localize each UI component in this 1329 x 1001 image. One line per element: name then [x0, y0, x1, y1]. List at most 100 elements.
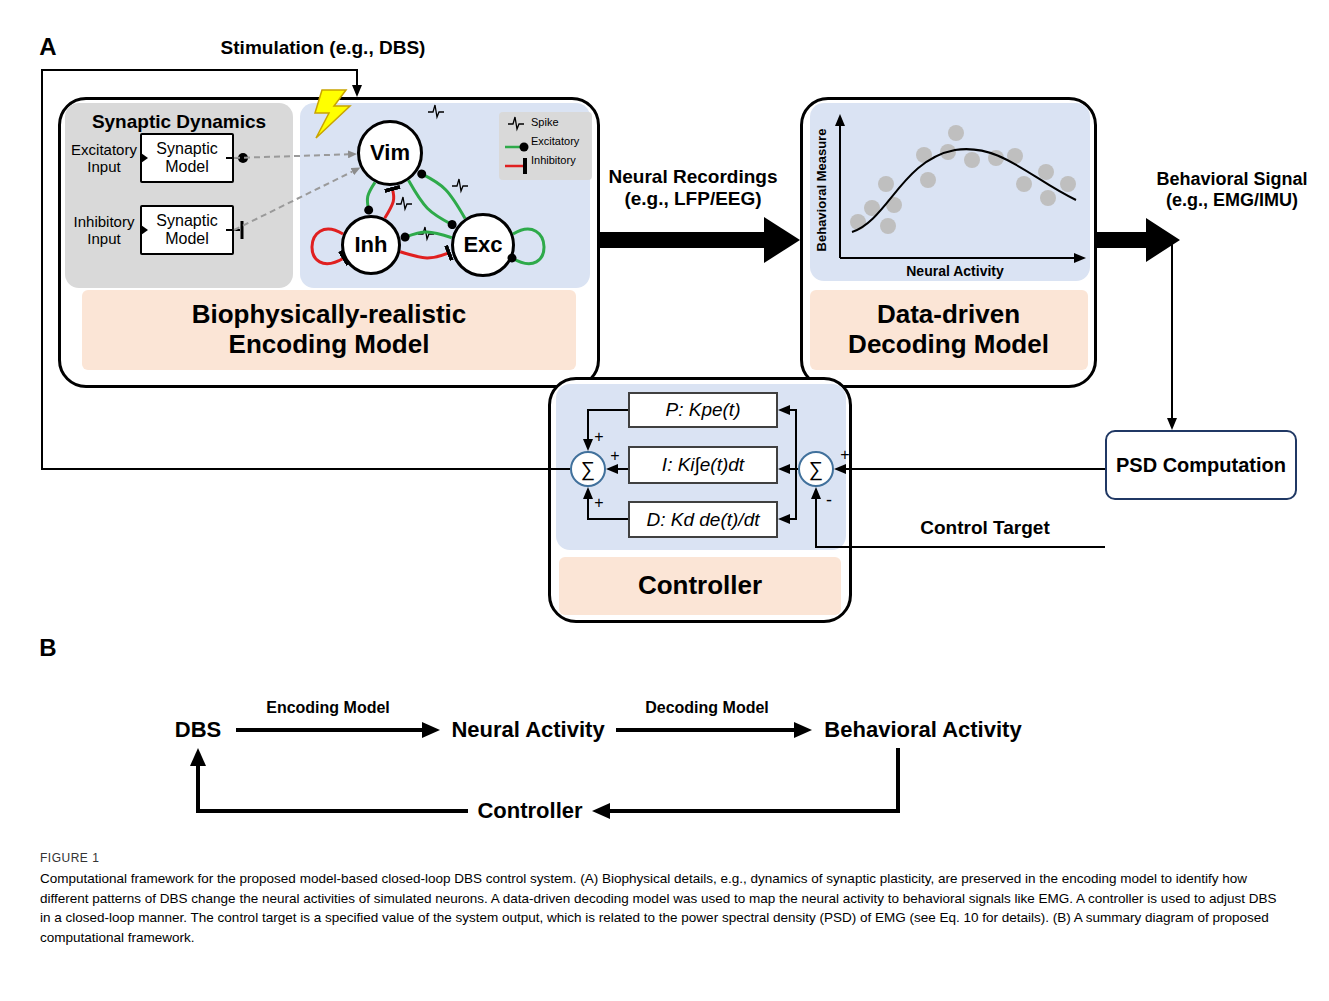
input-arrowhead: [141, 153, 148, 163]
drawing-circle: [964, 152, 980, 168]
node-label: ∑: [581, 458, 595, 481]
drawing-circle: [920, 172, 936, 188]
drawing-circle: [948, 125, 964, 141]
node-label: DBS: [175, 717, 221, 742]
panel-letter: A: [39, 33, 56, 61]
box-title: Data-driven Decoding Model: [810, 290, 1088, 370]
synaptic-dynamics-panel: Synaptic DynamicsSynaptic ModelSynaptic …: [65, 103, 293, 288]
node-label: Synaptic Dynamics: [92, 111, 266, 133]
node-label: Behavioral Activity: [824, 717, 1021, 742]
connector-arrow: [1097, 240, 1172, 418]
spike-glyph: [418, 227, 434, 239]
node-label: P: Kpe(t): [666, 399, 741, 421]
background-panel: [810, 103, 1090, 281]
decoding-model-box: Data-driven Decoding Model: [800, 97, 1097, 388]
flow-node: DBS: [160, 712, 236, 748]
input-label: Inhibitory Input: [64, 213, 144, 248]
connector-arrow: [610, 748, 898, 811]
drawing-circle: [864, 200, 880, 216]
sign-symbol: +: [594, 494, 603, 512]
sign-symbol: -: [826, 490, 832, 511]
sign-symbol: +: [594, 428, 603, 446]
spike-glyph: [396, 197, 412, 209]
excitatory-connection: [405, 232, 452, 238]
node-label: Vim: [370, 140, 410, 165]
drawing-circle: [878, 176, 894, 192]
inhibitory-sample: [505, 165, 525, 168]
drawing-circle: [1007, 148, 1023, 164]
edge-label: Stimulation (e.g., DBS): [221, 37, 426, 59]
node-label: Synaptic Model: [142, 212, 232, 249]
edge-label: Neural Recordings (e.g., LFP/EEG): [595, 166, 791, 210]
controller-box: Controller ∑ P: Kpe(t) I: Ki∫e(t)dt D: Kd de…: [548, 377, 852, 623]
encoding-model-box: Biophysically-realistic Encoding ModelSy…: [58, 97, 600, 388]
x-axis: [840, 257, 1076, 259]
panel-letter: B: [39, 634, 56, 662]
legend-label: Inhibitory: [531, 154, 576, 167]
connector-arrow: [618, 468, 628, 470]
self-loop-excitatory: [512, 229, 544, 263]
figure-number: FIGURE 1: [40, 852, 99, 866]
background-panel: [300, 103, 590, 288]
signal-arrow: [600, 232, 764, 248]
summing-junction: ∑: [570, 451, 606, 487]
data-points: [850, 125, 1076, 234]
connector-arrow: [790, 410, 798, 469]
synaptic-link: [234, 154, 348, 158]
excitatory-connection: [408, 180, 452, 224]
box-title: Controller: [559, 557, 841, 615]
axis-arrowhead: [835, 114, 845, 126]
pid-term-box: P: Kpe(t): [628, 392, 778, 428]
y-axis: [839, 124, 841, 258]
legend-label: Excitatory: [531, 135, 579, 148]
inhibitory-connection: [400, 252, 449, 258]
connector-arrow: [236, 728, 422, 732]
drawing-circle: [916, 147, 932, 163]
control-target-line: [816, 499, 1105, 547]
inhibitory-connection: [385, 189, 394, 218]
excitatory-connection: [367, 182, 375, 210]
pid-term-box: I: Ki∫e(t)dt: [628, 446, 778, 484]
edge-label: Decoding Model: [645, 699, 769, 717]
drawing-circle: [1040, 190, 1056, 206]
box-title: Biophysically-realistic Encoding Model: [82, 290, 576, 370]
excitatory-terminal: [238, 153, 248, 163]
synapse-output: [226, 157, 240, 159]
node-label: Controller: [477, 798, 582, 823]
connector-arrow: [846, 468, 1105, 470]
node-label: Inh: [355, 232, 388, 257]
connector-arrow: [790, 469, 798, 519]
figure-caption: Computational framework for the proposed…: [40, 869, 1290, 947]
connector-arrow: [588, 499, 628, 519]
spike-glyph: [452, 179, 468, 191]
legend-label: Spike: [531, 116, 559, 129]
drawing-circle: [880, 218, 896, 234]
drawing-circle: [850, 214, 866, 230]
drawing-circle: [1016, 176, 1032, 192]
node-label: D: Kd de(t)/dt: [647, 509, 760, 531]
axis-label: Neural Activity: [906, 263, 1004, 279]
axis-arrowhead: [1074, 253, 1086, 263]
synapse-output: [226, 229, 240, 231]
connector-arrow: [790, 468, 798, 470]
edge-label: Encoding Model: [266, 699, 390, 717]
drawing-circle: [988, 150, 1004, 166]
self-loop-inhibitory: [312, 229, 344, 263]
synaptic-link: [234, 172, 352, 230]
flow-node: Behavioral Activity: [812, 712, 1034, 748]
pid-term-box: D: Kd de(t)/dt: [628, 501, 778, 538]
lightning-bolt: [315, 90, 350, 138]
node-label: Synaptic Model: [142, 140, 232, 177]
spike-sample: [508, 117, 524, 129]
signal-label: Control Target: [920, 517, 1049, 539]
edge-label: Behavioral Signal (e.g., EMG/IMU): [1142, 169, 1322, 210]
node-label: ∑: [809, 458, 823, 481]
connector-arrow: [588, 410, 628, 439]
node-label: Neural Activity: [451, 717, 604, 742]
connector-arrow: [198, 766, 468, 811]
synaptic-model-box: Synaptic Model: [140, 205, 234, 255]
sign-symbol: +: [610, 447, 619, 465]
input-arrowhead: [141, 225, 148, 235]
